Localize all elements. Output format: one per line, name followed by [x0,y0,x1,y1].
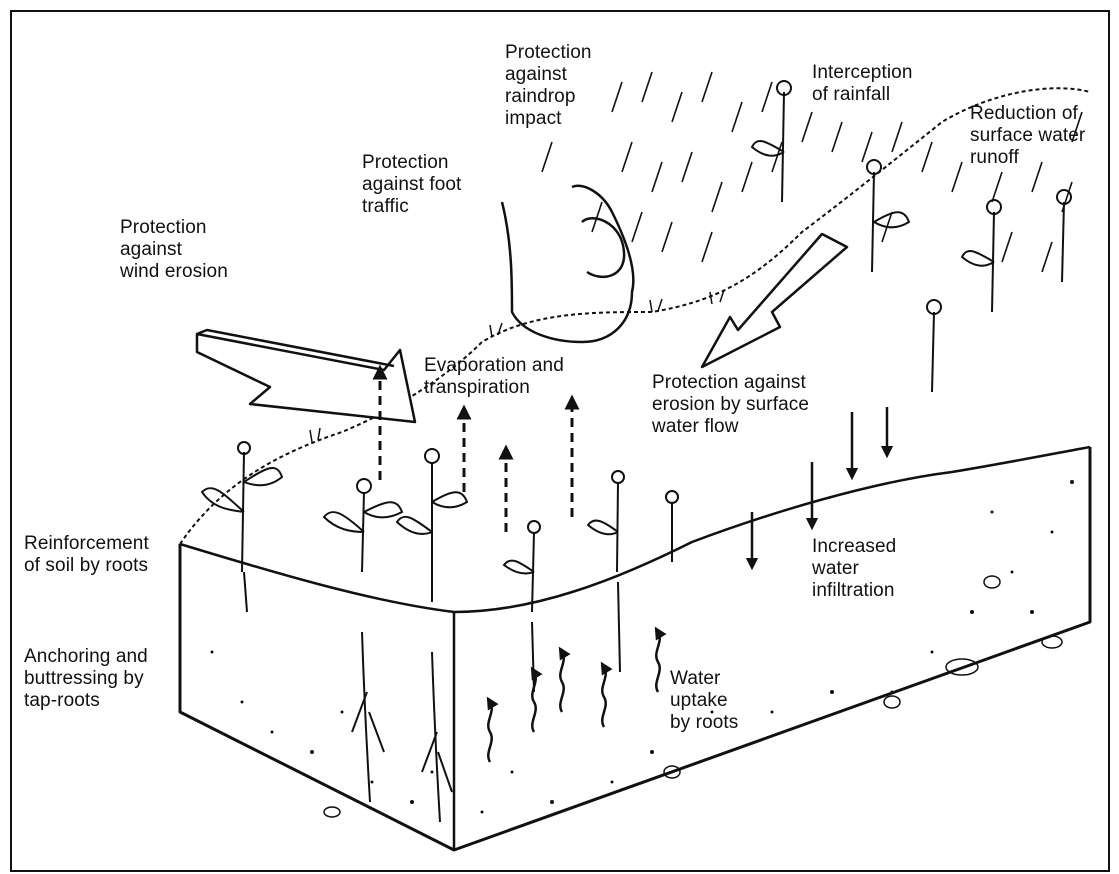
label-reinforcement: Reinforcement of soil by roots [24,533,149,577]
soil-block [180,88,1090,850]
label-interception: Interception of rainfall [812,62,913,106]
surface-flow-arrow [702,234,847,367]
foot-illustration [502,186,633,342]
label-surface-flow: Protection against erosion by surface wa… [652,372,809,438]
label-wind-erosion: Protection against wind erosion [120,217,228,283]
soil-block-illustration [12,12,1110,872]
label-runoff-reduction: Reduction of surface water runoff [970,103,1085,169]
vegetation [202,81,1071,822]
diagram-frame: Protection against wind erosion Protecti… [10,10,1110,872]
label-foot-traffic: Protection against foot traffic [362,152,461,218]
soil-stipple [211,480,1075,817]
label-evaporation: Evaporation and transpiration [424,355,564,399]
label-anchoring: Anchoring and buttressing by tap-roots [24,646,148,712]
label-water-uptake: Water uptake by roots [670,668,738,734]
label-raindrop-impact: Protection against raindrop impact [505,42,592,130]
wind-arrow [197,330,415,422]
uptake-arrows [488,632,659,762]
label-infiltration: Increased water infiltration [812,536,896,602]
